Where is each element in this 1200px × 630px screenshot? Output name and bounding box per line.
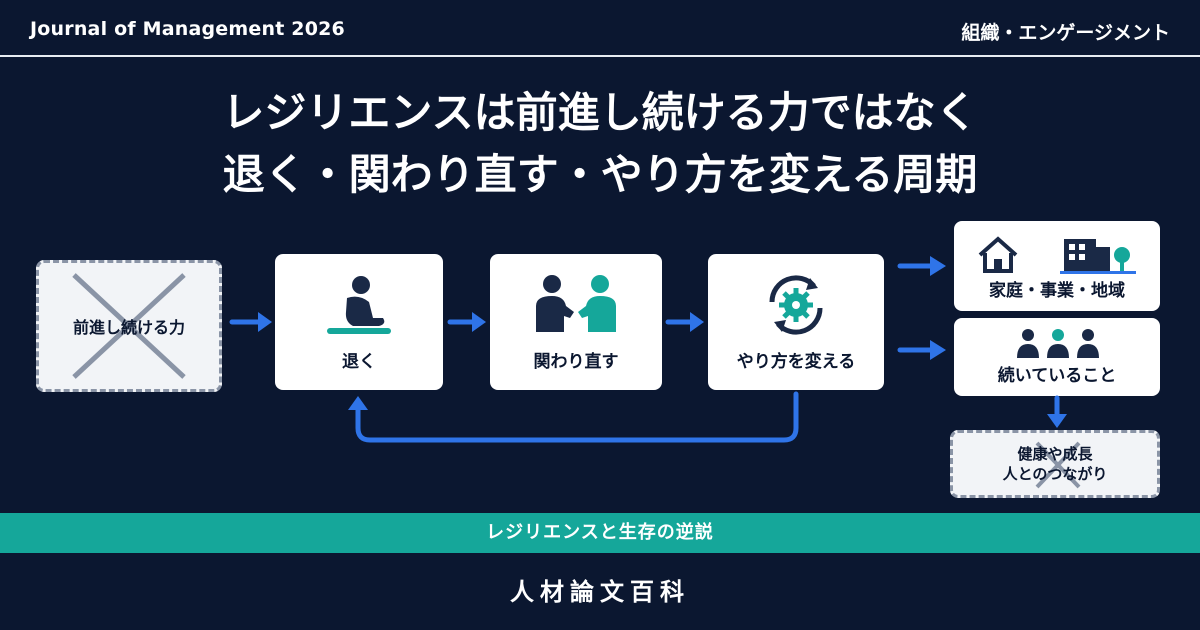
step-reengage-box: 関わり直す <box>490 254 662 390</box>
footer-brand: 人材論文百科 <box>510 578 690 606</box>
x-mark-icon <box>72 273 186 379</box>
building-tree-icon <box>1060 239 1136 274</box>
crossed-end-line-2: 人とのつながり <box>1002 465 1108 483</box>
category-label: 組織・エンゲージメント <box>961 22 1170 44</box>
crossed-end-line-1: 健康や成長 <box>1017 445 1093 463</box>
step-change-box: やり方を変える <box>708 254 884 390</box>
title-line-2: 退く・関わり直す・やり方を変える周期 <box>222 150 978 199</box>
paradox-band: レジリエンスと生存の逆説 <box>0 513 1200 553</box>
step-retreat-box: 退く <box>275 254 443 390</box>
header-divider <box>0 55 1200 57</box>
cycle-gear-icon <box>769 275 823 335</box>
sitting-person-icon <box>327 276 391 334</box>
crossed-end-box: 健康や成長 人とのつながり <box>950 430 1160 498</box>
step-retreat-label: 退く <box>342 352 376 372</box>
x-mark-icon-small <box>1035 441 1081 489</box>
crossed-start-label: 前進し続ける力 <box>72 318 185 337</box>
outcome-middle-label: 続いていること <box>997 366 1117 386</box>
main-title: レジリエンスは前進し続ける力ではなく 退く・関わり直す・やり方を変える周期 <box>0 82 1200 206</box>
journal-title: Journal of Management 2026 <box>30 18 345 40</box>
step-change-label: やり方を変える <box>736 352 856 372</box>
loop-back-arrow <box>355 391 799 443</box>
outcome-top-box: 家庭・事業・地域 <box>954 221 1160 311</box>
two-people-icon <box>536 275 616 332</box>
step-reengage-label: 関わり直す <box>533 352 619 372</box>
outcome-middle-box: 続いていること <box>954 318 1160 396</box>
crossed-start-box: 前進し続ける力 <box>36 260 222 392</box>
group-people-icon <box>1017 329 1099 358</box>
outcome-top-label: 家庭・事業・地域 <box>989 281 1125 301</box>
title-line-1: レジリエンスは前進し続ける力ではなく <box>222 88 978 137</box>
house-icon <box>978 236 1018 273</box>
